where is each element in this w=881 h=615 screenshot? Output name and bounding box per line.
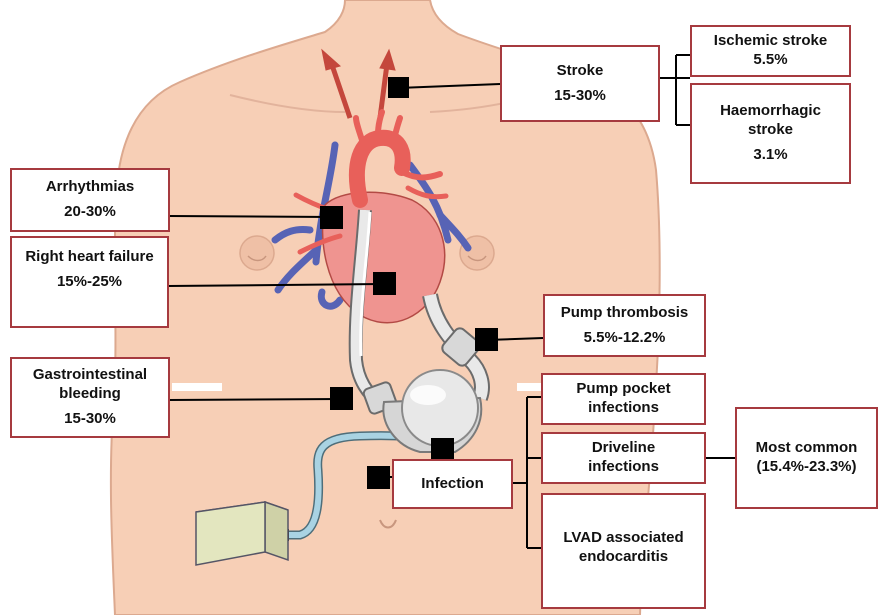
right-heart-failure-box: Right heart failure 15%-25% [10, 236, 169, 328]
pump-pocket-line1: Pump pocket [576, 380, 670, 399]
marker-right-heart-failure [373, 272, 396, 295]
driveline-infections-box: Driveline infections [541, 432, 706, 484]
pump-thrombosis-box: Pump thrombosis 5.5%-12.2% [543, 294, 706, 357]
gi-line2: bleeding [59, 385, 121, 404]
gi-value: 15-30% [64, 410, 116, 429]
driveline-line2: infections [588, 458, 659, 477]
ischemic-stroke-box: Ischemic stroke 5.5% [690, 25, 851, 77]
gi-bleeding-box: Gastrointestinal bleeding 15-30% [10, 357, 170, 438]
ischemic-value: 5.5% [753, 51, 787, 70]
arrhythmias-title: Arrhythmias [46, 178, 134, 197]
pump-thrombosis-title: Pump thrombosis [561, 304, 689, 323]
ischemic-title: Ischemic stroke [714, 32, 827, 51]
most-common-title: Most common [756, 439, 858, 458]
endocarditis-line2: endocarditis [579, 548, 668, 567]
pump-pocket-line2: infections [588, 399, 659, 418]
infection-title: Infection [421, 475, 484, 494]
marker-pump [431, 438, 454, 461]
endocarditis-line1: LVAD associated [563, 529, 683, 548]
pump-pocket-infections-box: Pump pocket infections [541, 373, 706, 425]
right-heart-title: Right heart failure [25, 248, 153, 267]
pump-thrombosis-value: 5.5%-12.2% [584, 329, 666, 348]
haemorrhagic-line2: stroke [748, 121, 793, 140]
arrhythmias-value: 20-30% [64, 203, 116, 222]
haemorrhagic-stroke-box: Haemorrhagic stroke 3.1% [690, 83, 851, 184]
stroke-title: Stroke [557, 62, 604, 81]
lvad-endocarditis-box: LVAD associated endocarditis [541, 493, 706, 609]
haemorrhagic-line1: Haemorrhagic [720, 102, 821, 121]
arrhythmias-box: Arrhythmias 20-30% [10, 168, 170, 232]
marker-stroke [388, 77, 409, 98]
driveline-line1: Driveline [592, 439, 655, 458]
most-common-value: (15.4%-23.3%) [756, 458, 856, 477]
most-common-box: Most common (15.4%-23.3%) [735, 407, 878, 509]
marker-driveline [367, 466, 390, 489]
marker-gi-bleeding [330, 387, 353, 410]
right-heart-value: 15%-25% [57, 273, 122, 292]
controller-device [196, 502, 288, 565]
left-nipple [240, 236, 274, 270]
marker-arrhythmias [320, 206, 343, 229]
marker-pump-thrombosis [475, 328, 498, 351]
haemorrhagic-value: 3.1% [753, 146, 787, 165]
gi-line1: Gastrointestinal [33, 366, 147, 385]
infection-box: Infection [392, 459, 513, 509]
stroke-box: Stroke 15-30% [500, 45, 660, 122]
stroke-value: 15-30% [554, 87, 606, 106]
